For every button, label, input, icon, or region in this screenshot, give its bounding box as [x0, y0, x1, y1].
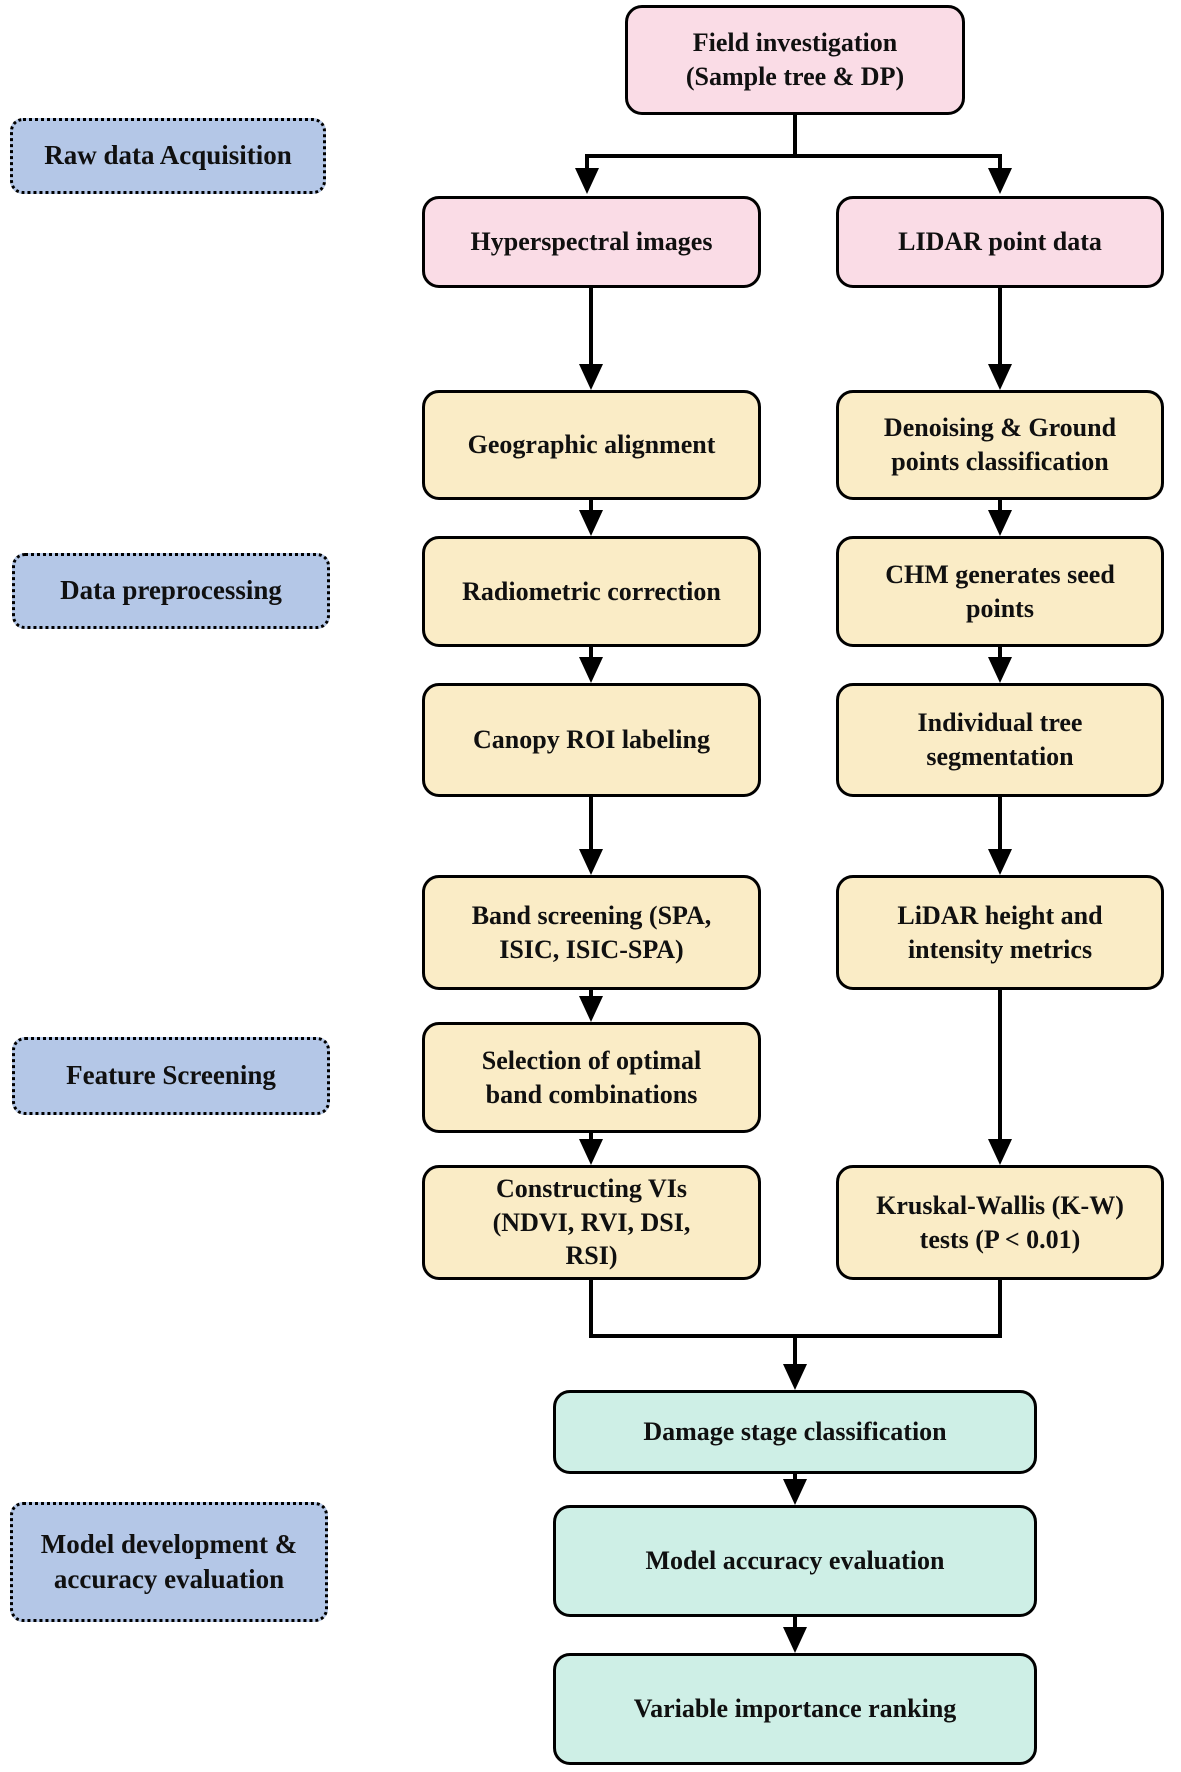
node-band-screening: Band screening (SPA, ISIC, ISIC-SPA) [422, 875, 761, 990]
node-field-investigation: Field investigation (Sample tree & DP) [625, 5, 965, 115]
node-radiometric-correction: Radiometric correction [422, 536, 761, 647]
node-geographic-alignment: Geographic alignment [422, 390, 761, 500]
connector-merge-join [589, 1334, 1002, 1390]
stage-label-feature-screening: Feature Screening [12, 1037, 330, 1115]
node-individual-tree-segmentation: Individual tree segmentation [836, 683, 1164, 797]
node-chm-seed-points: CHM generates seed points [836, 536, 1164, 647]
node-model-accuracy-evaluation: Model accuracy evaluation [553, 1505, 1037, 1617]
node-constructing-vis: Constructing VIs (NDVI, RVI, DSI, RSI) [422, 1165, 761, 1280]
stage-label-model-development: Model development & accuracy evaluation [10, 1502, 328, 1622]
node-damage-stage-classification: Damage stage classification [553, 1390, 1037, 1474]
stage-label-raw-data-acquisition: Raw data Acquisition [10, 118, 326, 194]
connectors-right-column [988, 288, 1012, 1338]
node-hyperspectral-images: Hyperspectral images [422, 196, 761, 288]
connectors-bottom-chain [783, 1474, 807, 1653]
stage-label-data-preprocessing: Data preprocessing [12, 553, 330, 629]
node-lidar-height-intensity-metrics: LiDAR height and intensity metrics [836, 875, 1164, 990]
node-denoising-ground-classification: Denoising & Ground points classification [836, 390, 1164, 500]
node-variable-importance-ranking: Variable importance ranking [553, 1653, 1037, 1765]
node-optimal-band-selection: Selection of optimal band combinations [422, 1022, 761, 1133]
node-lidar-point-data: LIDAR point data [836, 196, 1164, 288]
node-kruskal-wallis-tests: Kruskal-Wallis (K-W) tests (P < 0.01) [836, 1165, 1164, 1280]
connectors-left-column [579, 288, 603, 1338]
connector-top-branch [575, 113, 1012, 194]
node-canopy-roi-labeling: Canopy ROI labeling [422, 683, 761, 797]
